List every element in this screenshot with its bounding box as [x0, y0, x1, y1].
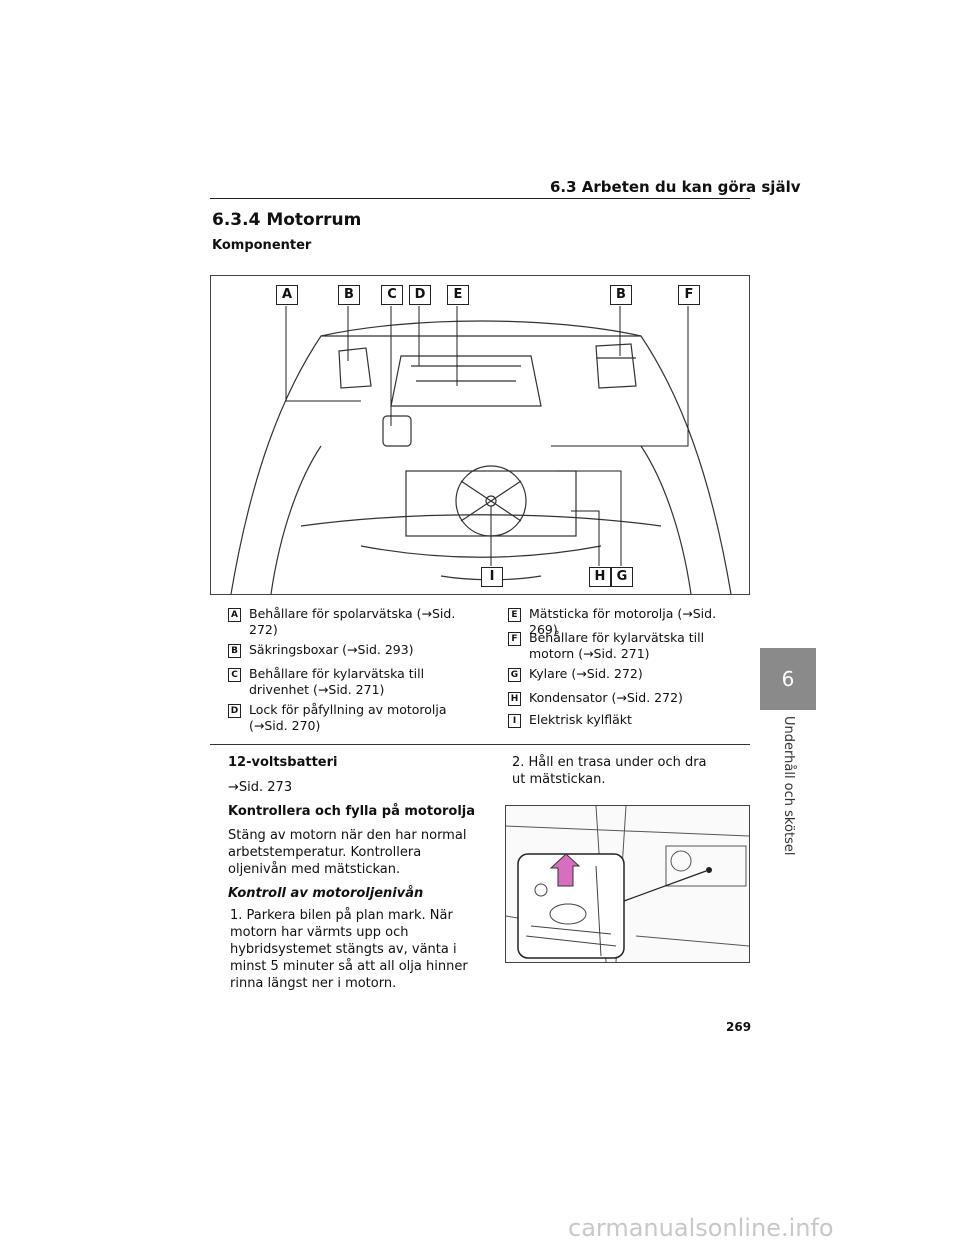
chapter-tab: 6 — [760, 648, 816, 710]
legend-text: Kylare (→Sid. 272) — [529, 666, 643, 681]
diagram-label-c: C — [381, 285, 403, 305]
legend-item: B Säkringsboxar (→Sid. 293) — [228, 642, 458, 658]
legend-key: H — [508, 692, 521, 706]
step-2: 2. Håll en trasa under och dra ut mätsti… — [512, 755, 707, 787]
engine-bay-diagram: A B C D E B F I H G — [210, 275, 750, 595]
legend-key: D — [228, 704, 241, 718]
legend-text: Elektrisk kylfläkt — [529, 712, 632, 727]
diagram-label-i: I — [481, 567, 503, 587]
section-divider — [210, 744, 750, 745]
legend-item: E Mätsticka för motorolja (→Sid. 269) — [508, 606, 748, 638]
legend-text: Kondensator (→Sid. 272) — [529, 690, 683, 705]
legend-key: I — [508, 714, 521, 728]
legend-text: Behållare för kylarvätska till motorn (→… — [529, 630, 705, 661]
legend-text: Säkringsboxar (→Sid. 293) — [249, 642, 414, 657]
engine-bay-illustration — [230, 306, 732, 595]
legend-key: A — [228, 608, 241, 622]
running-header: 6.3 Arbeten du kan göra själv — [550, 178, 801, 196]
page-number: 269 — [726, 1020, 752, 1034]
legend-item: G Kylare (→Sid. 272) — [508, 666, 748, 682]
legend-key: C — [228, 668, 241, 682]
legend-key: G — [508, 668, 521, 682]
legend-item: A Behållare för spolarvätska (→Sid. 272) — [228, 606, 458, 638]
legend-item: C Behållare för kylarvätska till drivenh… — [228, 666, 458, 698]
oil-heading: Kontrollera och fylla på motorolja — [228, 804, 476, 819]
diagram-label-f: F — [678, 285, 700, 305]
battery-heading: 12-voltsbatteri — [228, 755, 338, 770]
oil-paragraph: Stäng av motorn när den har normal arbet… — [228, 828, 467, 877]
battery-page-reference: →Sid. 273 — [228, 780, 293, 795]
diagram-label-b2: B — [610, 285, 632, 305]
legend-key: F — [508, 632, 521, 646]
legend-key: B — [228, 644, 241, 658]
legend-text: Lock för påfyllning av motorolja (→Sid. … — [249, 702, 447, 733]
diagram-label-e: E — [447, 285, 469, 305]
legend-item: H Kondensator (→Sid. 272) — [508, 690, 748, 706]
legend-item: F Behållare för kylarvätska till motorn … — [508, 630, 748, 662]
oil-check-subheading: Kontroll av motoroljenivån — [228, 886, 424, 901]
legend-item: I Elektrisk kylfläkt — [508, 712, 748, 728]
legend-item: D Lock för påfyllning av motorolja (→Sid… — [228, 702, 458, 734]
step-1: 1. Parkera bilen på plan mark. När motor… — [230, 908, 468, 991]
header-divider — [210, 198, 750, 199]
diagram-label-h: H — [589, 567, 611, 587]
legend-text: Mätsticka för motorolja (→Sid. 269) — [529, 606, 717, 637]
watermark: carmanualsonline.info — [568, 1214, 834, 1242]
section-title: 6.3.4 Motorrum — [212, 210, 362, 230]
legend-text: Behållare för spolarvätska (→Sid. 272) — [249, 606, 456, 637]
chapter-side-label-wrap: Underhåll och skötsel — [778, 716, 798, 866]
legend-key: E — [508, 608, 521, 622]
dipstick-drawing — [505, 805, 750, 963]
dipstick-illustration — [505, 805, 750, 963]
legend-text: Behållare för kylarvätska till drivenhet… — [249, 666, 425, 697]
diagram-label-b: B — [338, 285, 360, 305]
subheading-components: Komponenter — [212, 238, 312, 253]
diagram-label-g: G — [611, 567, 633, 587]
diagram-label-a: A — [276, 285, 298, 305]
chapter-side-label: Underhåll och skötsel — [781, 716, 796, 856]
diagram-label-d: D — [409, 285, 431, 305]
